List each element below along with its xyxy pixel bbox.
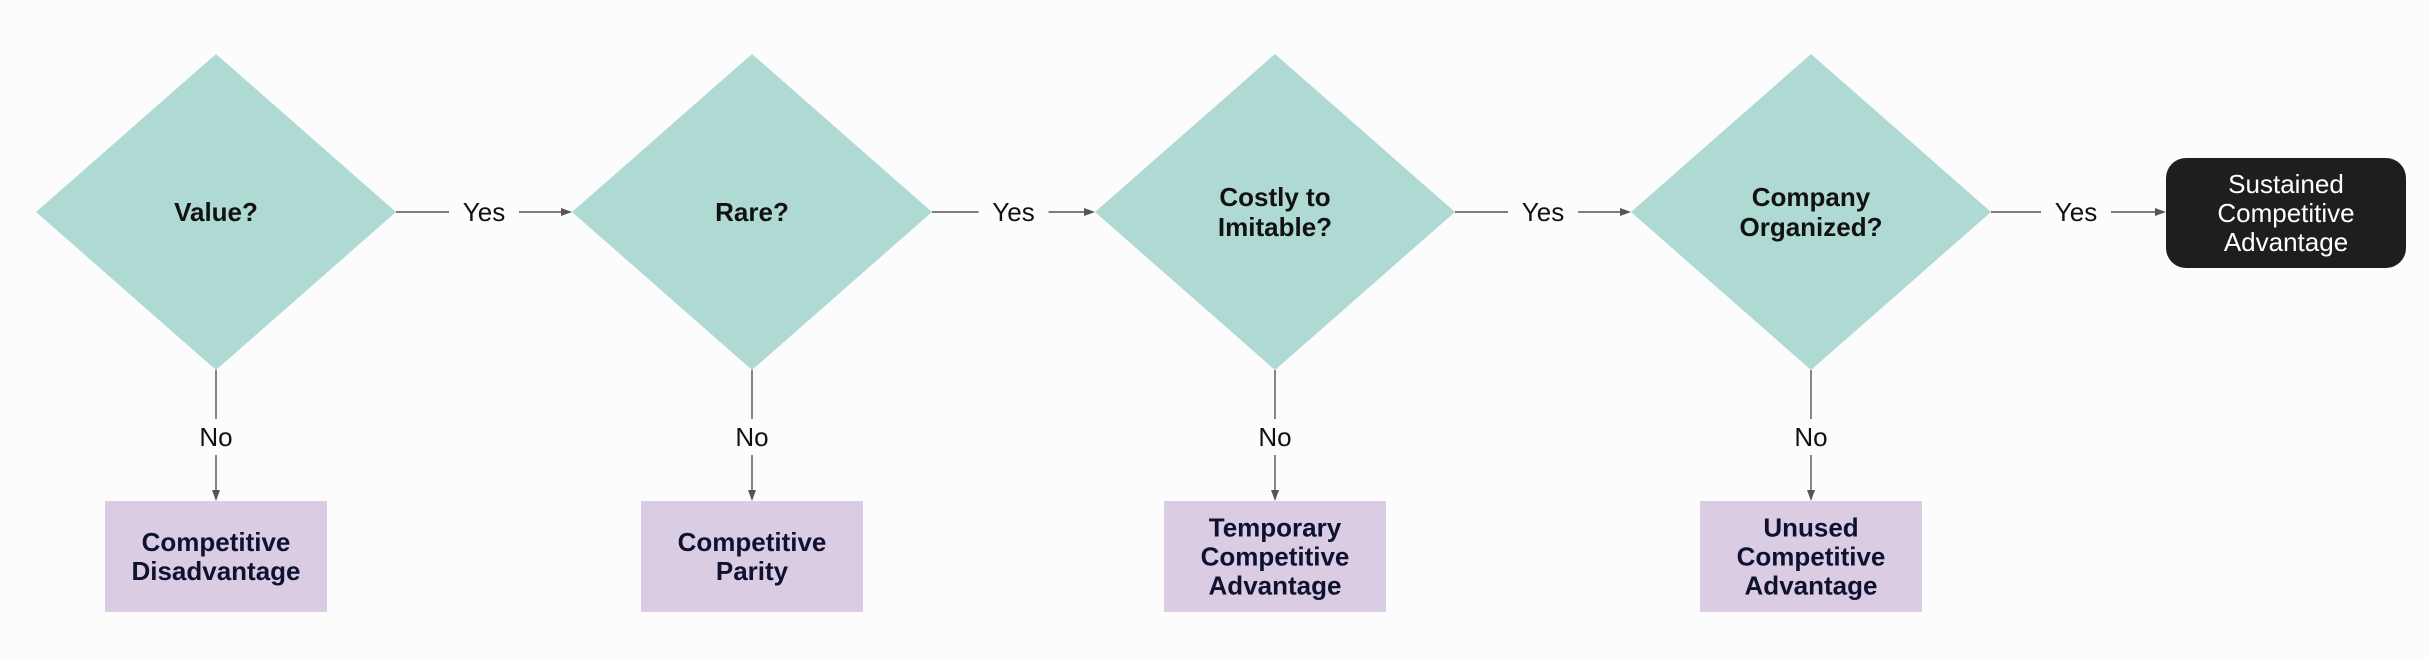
no-edge-4-arrowhead (1807, 490, 1815, 501)
outcome-label-competitive-parity-line: Parity (716, 556, 789, 586)
yes-label-1-bg (449, 194, 519, 230)
decision-diamond-rare (572, 54, 932, 370)
outcome-box-competitive-disadvantage (105, 501, 327, 612)
final-outcome-label-line: Sustained (2228, 169, 2344, 199)
outcome-label-competitive-disadvantage-line: Competitive (142, 527, 291, 557)
no-label-1-bg (191, 419, 241, 455)
final-outcome-label-line: Advantage (2224, 227, 2348, 257)
decision-label-rare-line: Rare? (715, 197, 789, 227)
outcome-label-competitive-parity-line: Competitive (678, 527, 827, 557)
decision-label-costly-to-imitable-line: Imitable? (1218, 212, 1332, 242)
outcome-label-temporary-competitive-advantage-line: Temporary (1209, 513, 1342, 543)
no-edge-3-arrowhead (1271, 490, 1279, 501)
decision-label-costly-to-imitable-line: Costly to (1219, 182, 1330, 212)
decision-label-value-line: Value? (174, 197, 258, 227)
no-label-3: No (1258, 422, 1291, 452)
outcome-box-competitive-parity (641, 501, 863, 612)
no-edge-2-arrowhead (748, 490, 756, 501)
outcome-label-competitive-disadvantage-line: Disadvantage (131, 556, 300, 586)
no-label-3-bg (1250, 419, 1300, 455)
yes-label-1: Yes (463, 197, 505, 227)
final-outcome-label-line: Competitive (2217, 198, 2354, 228)
no-label-2-bg (727, 419, 777, 455)
decision-label-rare: Rare? (715, 197, 789, 227)
no-label-4: No (1794, 422, 1827, 452)
final-outcome-box (2166, 158, 2406, 268)
decision-diamond-costly-to-imitable (1095, 54, 1455, 370)
yes-label-2-bg (978, 194, 1049, 230)
outcome-label-unused-competitive-advantage-line: Competitive (1737, 542, 1886, 572)
yes-edge-4-arrowhead (2155, 208, 2166, 216)
decision-label-value: Value? (174, 197, 258, 227)
yes-label-4-bg (2041, 194, 2111, 230)
yes-label-4: Yes (2055, 197, 2097, 227)
yes-label-2: Yes (992, 197, 1034, 227)
yes-edge-2-arrowhead (1084, 208, 1095, 216)
yes-label-3-bg (1508, 194, 1578, 230)
decision-diamond-company-organized (1631, 54, 1991, 370)
decision-diamond-value (36, 54, 396, 370)
outcome-box-unused-competitive-advantage (1700, 501, 1922, 612)
no-label-4-bg (1786, 419, 1836, 455)
outcome-label-temporary-competitive-advantage-line: Competitive (1201, 542, 1350, 572)
outcome-label-unused-competitive-advantage-line: Unused (1763, 513, 1858, 543)
no-label-2: No (735, 422, 768, 452)
yes-edge-3-arrowhead (1620, 208, 1631, 216)
yes-label-3: Yes (1522, 197, 1564, 227)
decision-label-company-organized-line: Organized? (1739, 212, 1882, 242)
no-edge-1-arrowhead (212, 490, 220, 501)
decision-label-company-organized-line: Company (1752, 182, 1871, 212)
no-label-1: No (199, 422, 232, 452)
outcome-label-unused-competitive-advantage-line: Advantage (1745, 571, 1878, 601)
yes-edge-1-arrowhead (561, 208, 572, 216)
outcome-box-temporary-competitive-advantage (1164, 501, 1386, 612)
outcome-label-temporary-competitive-advantage-line: Advantage (1209, 571, 1342, 601)
